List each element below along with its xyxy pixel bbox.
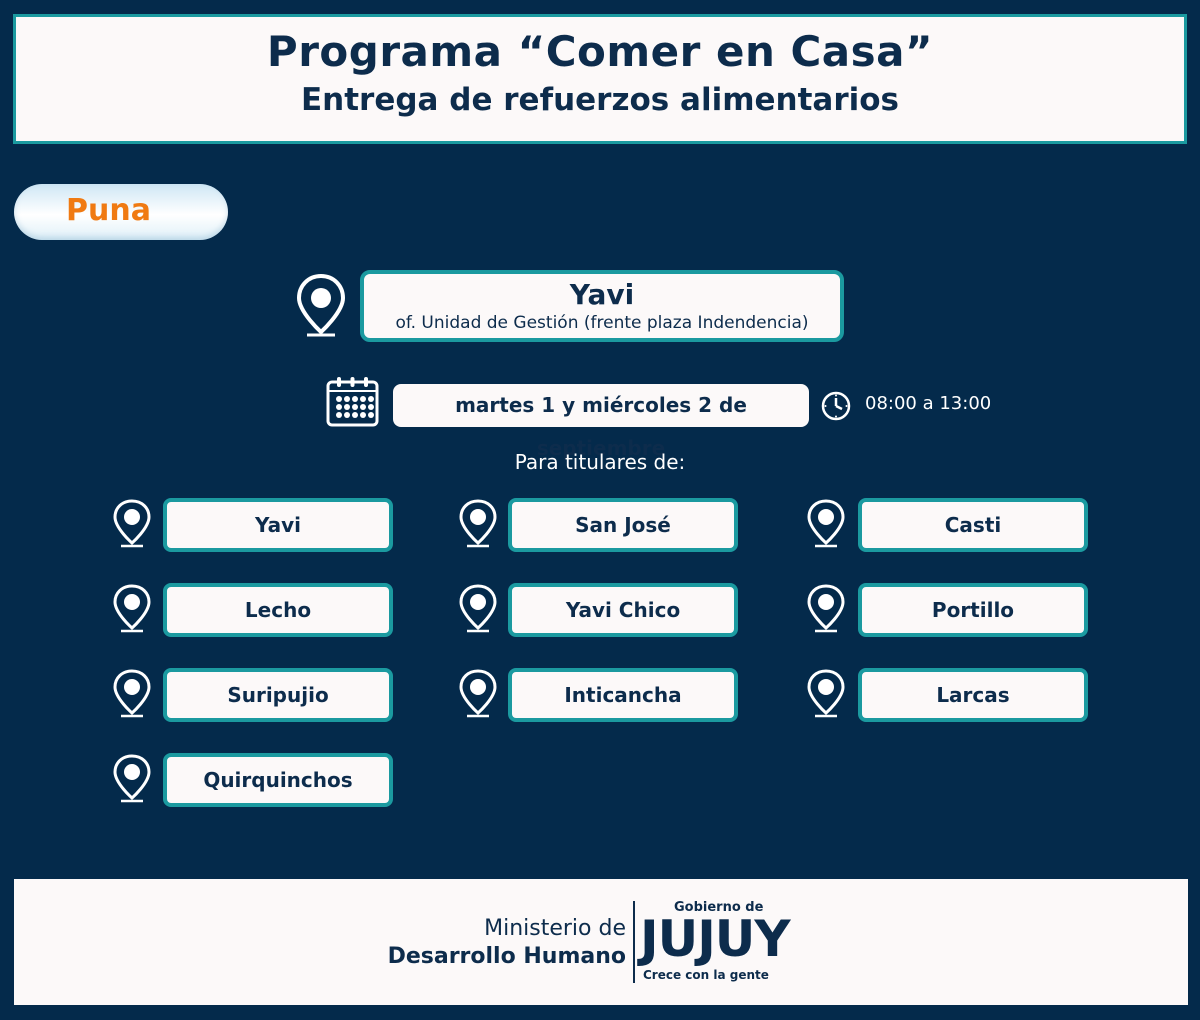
ministry-name: Ministerio de Desarrollo Humano — [388, 915, 626, 971]
gov-logo-name: JUJUY — [640, 910, 791, 968]
location-pin-icon — [296, 273, 346, 337]
locality-item: Inticancha — [508, 668, 738, 722]
ministry-line1: Ministerio de — [484, 916, 626, 941]
gov-logo-slogan: Crece con la gente — [643, 968, 769, 982]
location-pin-icon — [807, 669, 845, 718]
location-pin-icon — [459, 669, 497, 718]
locality-item: Quirquinchos — [163, 753, 393, 807]
location-pin-icon — [807, 584, 845, 633]
footer-divider — [633, 901, 635, 983]
main-location-card: Yavi of. Unidad de Gestión (frente plaza… — [360, 270, 844, 342]
region-label: Puna — [66, 193, 151, 228]
clock-icon — [821, 391, 851, 421]
locality-item: Yavi — [163, 498, 393, 552]
locality-item: San José — [508, 498, 738, 552]
page-title: Programa “Comer en Casa” — [266, 27, 934, 76]
main-location-address: of. Unidad de Gestión (frente plaza Inde… — [395, 313, 809, 333]
beneficiaries-label: Para titulares de: — [514, 450, 686, 474]
main-location-name: Yavi — [569, 278, 635, 311]
locality-item: Lecho — [163, 583, 393, 637]
gov-logo-top: Gobierno de — [674, 900, 764, 915]
location-pin-icon — [113, 499, 151, 548]
location-pin-icon — [113, 669, 151, 718]
footer-banner: Ministerio de Desarrollo Humano Gobierno… — [14, 879, 1188, 1005]
locality-item: Portillo — [858, 583, 1088, 637]
ministry-line2: Desarrollo Humano — [387, 944, 626, 969]
location-pin-icon — [807, 499, 845, 548]
calendar-icon — [326, 377, 379, 427]
page-subtitle: Entrega de refuerzos alimentarios — [300, 82, 900, 118]
locality-item: Larcas — [858, 668, 1088, 722]
date-pill: martes 1 y miércoles 2 de septiembre — [393, 384, 809, 460]
locality-item: Suripujio — [163, 668, 393, 722]
locality-item: Yavi Chico — [508, 583, 738, 637]
location-pin-icon — [459, 584, 497, 633]
region-badge: Puna — [14, 184, 228, 240]
location-pin-icon — [113, 584, 151, 633]
location-pin-icon — [113, 754, 151, 803]
header-banner: Programa “Comer en Casa” Entrega de refu… — [13, 14, 1187, 144]
locality-item: Casti — [858, 498, 1088, 552]
location-pin-icon — [459, 499, 497, 548]
time-range: 08:00 a 13:00 — [865, 393, 992, 414]
